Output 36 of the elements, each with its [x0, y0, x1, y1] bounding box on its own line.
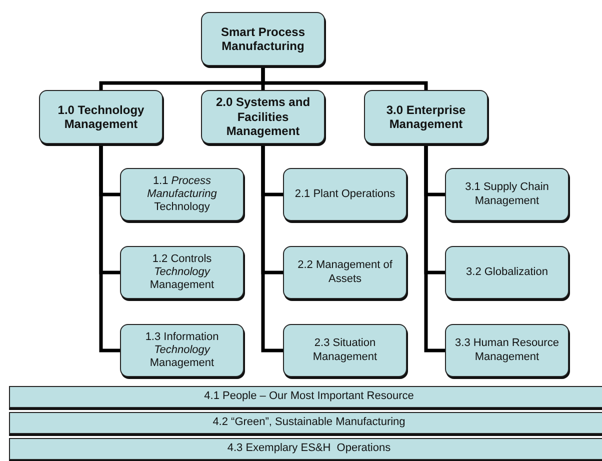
box-label: 3.1 Supply Chain Management — [464, 181, 550, 208]
box-label: 1.0 Technology Management — [56, 102, 146, 132]
process-box — [120, 246, 244, 299]
band-bar — [9, 386, 602, 408]
box-label: Smart Process Manufacturing — [220, 24, 306, 54]
connector-line — [261, 144, 283, 352]
box-label: 2.0 Systems and Facilities Management — [214, 95, 312, 139]
process-box — [39, 90, 163, 144]
connector-line — [424, 144, 445, 352]
connector-line — [99, 144, 120, 352]
process-box — [445, 324, 569, 377]
process-box — [283, 324, 407, 377]
box-label: 1.3 Information Technology Management — [144, 330, 220, 370]
box-label: 3.0 Enterprise Management — [385, 102, 467, 132]
process-box — [445, 168, 569, 221]
band-bar — [9, 438, 602, 460]
process-box — [120, 168, 244, 221]
process-box — [283, 246, 407, 299]
process-box — [201, 12, 325, 66]
connector-line — [261, 66, 428, 90]
band-bar — [9, 412, 602, 434]
box-label: 2.3 Situation Management — [312, 337, 378, 364]
box-label: 4.3 Exemplary ES&H Operations — [227, 442, 391, 456]
box-label: 4.2 “Green”, Sustainable Manufacturing — [212, 416, 406, 430]
box-label: 1.2 Controls Technology Management — [148, 252, 216, 292]
box-label: 3.2 Globalization — [466, 266, 548, 280]
box-label: 2.2 Management of Assets — [296, 259, 394, 286]
process-box — [445, 246, 569, 299]
process-box — [120, 324, 244, 377]
process-box — [283, 168, 407, 221]
box-label: 2.1 Plant Operations — [294, 188, 396, 202]
box-label: 3.3 Human Resource Management — [454, 337, 560, 364]
box-label: 4.1 People – Our Most Important Resource — [204, 390, 414, 404]
process-box — [201, 90, 325, 144]
box-label: 1.1 Process Manufacturing Technology — [146, 174, 218, 214]
process-box — [364, 90, 488, 144]
